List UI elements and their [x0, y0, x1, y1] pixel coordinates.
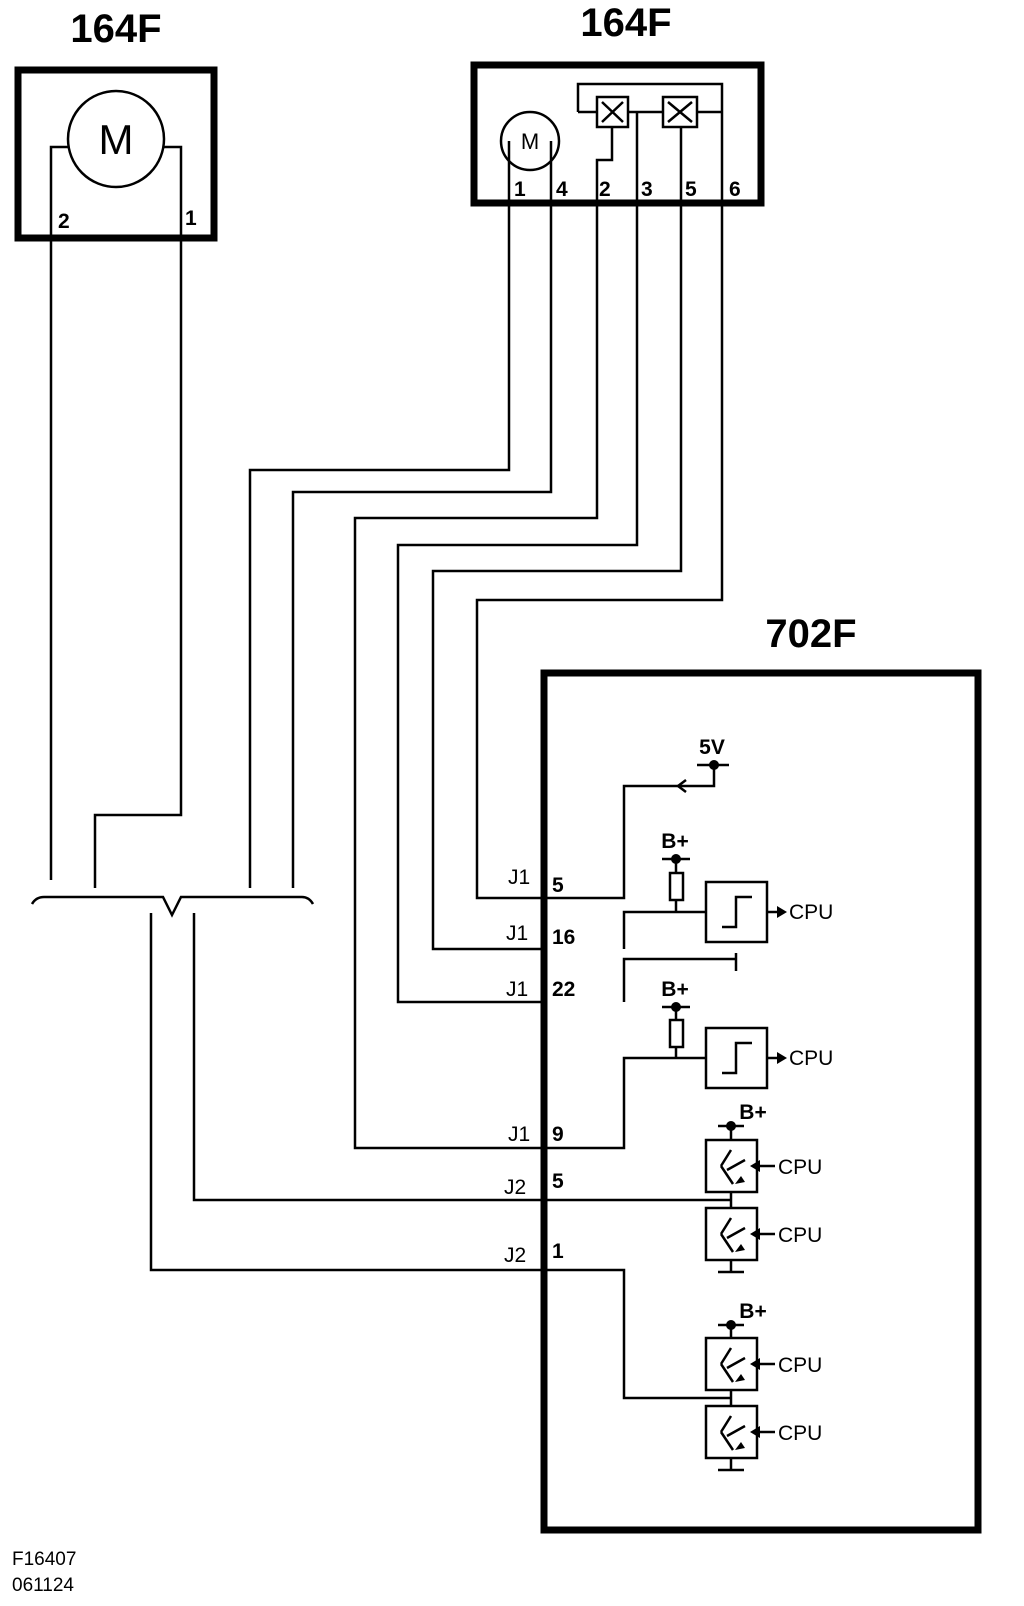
connector-pin: 5: [552, 874, 564, 897]
transistor-icon: [719, 1217, 746, 1253]
component-164f-left: 164F M 2 1: [14, 7, 218, 242]
pullup-wire: [547, 765, 716, 900]
connector-pin: 5: [552, 1170, 564, 1193]
arrow-icon: [750, 1228, 760, 1240]
arrow-icon: [777, 906, 787, 918]
cpu-label: CPU: [778, 1156, 822, 1179]
arrow-icon: [750, 1426, 760, 1438]
arrow-icon: [735, 1176, 745, 1184]
wire-j2-5: [192, 913, 547, 1202]
component-box: [540, 669, 982, 1534]
connector-pin: 1: [552, 1240, 564, 1263]
component-title-702f: 702F: [765, 612, 856, 656]
motor-symbol: M: [99, 116, 134, 163]
switch-cross: [601, 101, 624, 123]
low-side-switch-icon: [704, 1404, 759, 1460]
low-side-switch-icon: [704, 1206, 759, 1262]
arrow-icon: [735, 1442, 745, 1450]
transistor-icon: [719, 1149, 746, 1185]
cpu-label: CPU: [789, 1047, 833, 1070]
supply-bplus-label: B+: [661, 978, 688, 1001]
pin-label: 5: [685, 178, 697, 201]
wire-j1-9: [353, 203, 599, 1150]
connector-label: J2: [504, 1176, 526, 1199]
switch-bus: [576, 82, 724, 203]
wire-j2-1: [149, 913, 547, 1272]
connector-label: J2: [504, 1244, 526, 1267]
schmitt-icon: [722, 1041, 752, 1075]
transistor-icon: [719, 1347, 746, 1383]
wire: [93, 238, 183, 888]
cpu-label: CPU: [789, 901, 833, 924]
internal-lead: [595, 127, 614, 203]
wire: [622, 957, 736, 1002]
motor-lead: [49, 145, 68, 238]
component-164f-right: 164F M 1 4 2 3 5 6: [470, 1, 765, 207]
supply-bplus-label: B+: [739, 1300, 766, 1323]
figure-id: F16407: [12, 1549, 76, 1570]
high-side-switch-icon: [704, 1138, 759, 1194]
pin-label: 6: [729, 178, 741, 201]
pin-label: 2: [599, 178, 611, 201]
high-side-switch-icon: [704, 1336, 759, 1392]
supply-5v-label: 5V: [699, 736, 725, 759]
connector-pin: 22: [552, 978, 575, 1001]
supply-bplus-label: B+: [739, 1101, 766, 1124]
wire-j1-16: [431, 203, 683, 951]
wire-j1-5: [475, 203, 724, 900]
connector-pin: 9: [552, 1123, 564, 1146]
cpu-label: CPU: [778, 1224, 822, 1247]
component-title-164f-left: 164F: [70, 7, 161, 51]
wiring-harness: [30, 203, 724, 1272]
resistor-icon: [668, 1018, 685, 1049]
component-box: [14, 66, 218, 242]
switch-cross: [667, 101, 693, 123]
connector-label: J1: [506, 922, 528, 945]
pin-label: 3: [641, 178, 653, 201]
connector-label: J1: [508, 866, 530, 889]
pin-label: 2: [58, 210, 70, 233]
pin-label: 1: [185, 207, 197, 230]
arrow-icon: [735, 1244, 745, 1252]
wire: [547, 1056, 706, 1150]
date-code: 061124: [12, 1575, 74, 1596]
arrow-icon: [675, 779, 687, 793]
motor-symbol: M: [521, 129, 539, 154]
cpu-label: CPU: [778, 1354, 822, 1377]
arrow-icon: [750, 1358, 760, 1370]
wire: [291, 203, 553, 888]
pin-label: 1: [514, 178, 526, 201]
resistor-icon: [668, 871, 685, 902]
wire: [547, 1268, 731, 1400]
arrow-icon: [777, 1052, 787, 1064]
component-title-164f-right: 164F: [580, 1, 671, 45]
transistor-icon: [719, 1415, 746, 1451]
wire: [248, 203, 511, 888]
connector-label: J1: [506, 978, 528, 1001]
component-box: [470, 61, 765, 207]
cpu-label: CPU: [778, 1422, 822, 1445]
pin-label: 4: [556, 178, 568, 201]
arrow-icon: [750, 1160, 760, 1172]
connector-label: J1: [508, 1123, 530, 1146]
connector-pin: 16: [552, 926, 575, 949]
motor-icon: [66, 89, 166, 189]
harness-brace: [30, 895, 315, 918]
component-702f: 702F J1 5 J1 16 J1 22 J1 9 J2 5 J2 1 5V …: [504, 612, 982, 1534]
wire: [622, 910, 706, 949]
supply-bplus-label: B+: [661, 830, 688, 853]
wire-j1-22: [396, 203, 639, 1004]
motor-icon: [499, 110, 561, 172]
motor-lead: [164, 145, 183, 238]
arrow-icon: [735, 1374, 745, 1382]
schmitt-icon: [722, 895, 752, 929]
